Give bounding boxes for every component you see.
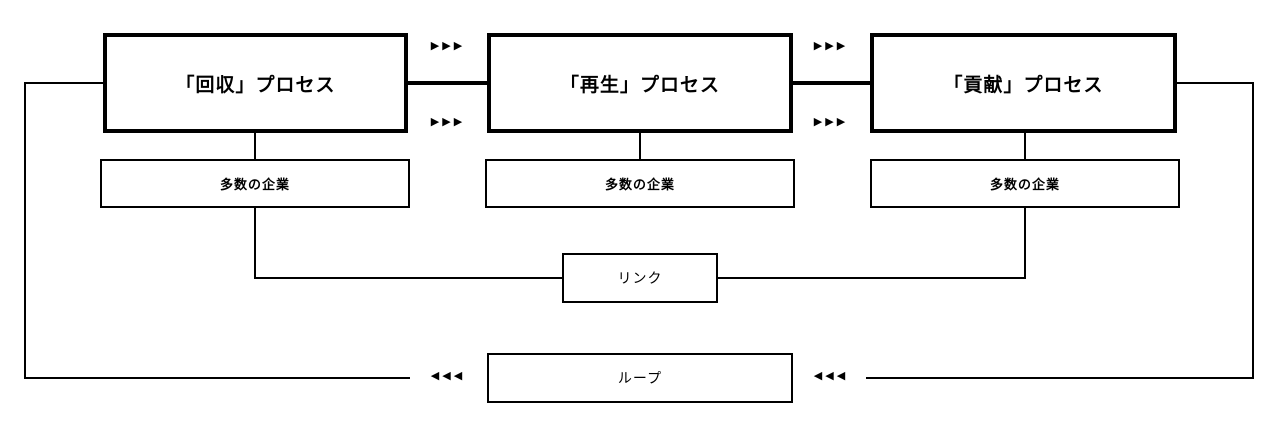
forward-arrows-icon: ▶▶▶ xyxy=(430,40,466,52)
forward-arrows-icon: ▶▶▶ xyxy=(813,40,849,52)
process-box-regeneration: 「再生」プロセス xyxy=(487,33,793,133)
backward-arrows-icon: ◀◀◀ xyxy=(813,370,849,382)
connector-companies1-down xyxy=(254,207,256,279)
connector-process3-companies3 xyxy=(1024,132,1026,160)
link-label: リンク xyxy=(617,270,663,286)
loop-line-bottom-left xyxy=(24,377,410,379)
backward-arrows-icon: ◀◀◀ xyxy=(430,370,466,382)
companies-box-3: 多数の企業 xyxy=(870,159,1180,208)
process-label: 「貢献」プロセス xyxy=(943,74,1104,96)
companies-label: 多数の企業 xyxy=(219,177,290,192)
process-connector-1-2 xyxy=(406,81,489,85)
loop-line-left-vertical xyxy=(24,82,26,379)
link-box: リンク xyxy=(562,253,718,303)
loop-line-bottom-right xyxy=(866,377,1254,379)
companies-box-2: 多数の企業 xyxy=(485,159,795,208)
forward-arrows-icon: ▶▶▶ xyxy=(813,116,849,128)
connector-link-companies3 xyxy=(715,277,1026,279)
loop-line-left-top xyxy=(25,82,105,84)
companies-label: 多数の企業 xyxy=(989,177,1060,192)
process-box-collection: 「回収」プロセス xyxy=(103,33,408,133)
process-label: 「再生」プロセス xyxy=(559,74,720,96)
connector-process1-companies1 xyxy=(254,132,256,160)
forward-arrows-icon: ▶▶▶ xyxy=(430,116,466,128)
connector-process2-companies2 xyxy=(639,132,641,160)
loop-line-right-top xyxy=(1175,82,1254,84)
loop-line-right-vertical xyxy=(1252,82,1254,379)
loop-box: ループ xyxy=(487,353,793,403)
connector-companies3-down xyxy=(1024,207,1026,279)
process-label: 「回収」プロセス xyxy=(175,74,336,96)
connector-companies1-link xyxy=(254,277,564,279)
loop-label: ループ xyxy=(617,370,663,386)
companies-box-1: 多数の企業 xyxy=(100,159,410,208)
process-box-contribution: 「貢献」プロセス xyxy=(870,33,1177,133)
process-connector-2-3 xyxy=(791,81,872,85)
companies-label: 多数の企業 xyxy=(604,177,675,192)
